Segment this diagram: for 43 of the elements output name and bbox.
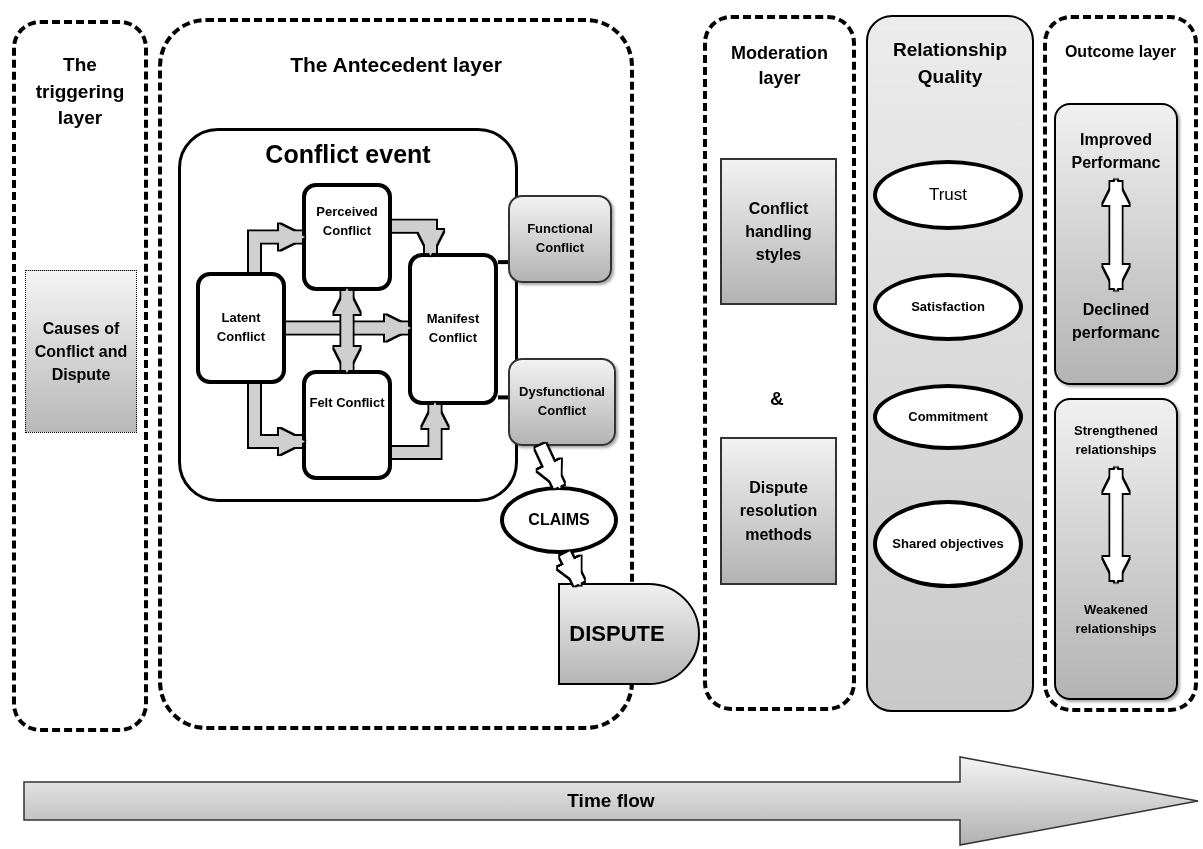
heading: Relationship Quality xyxy=(892,38,1008,89)
heading: The triggering layer xyxy=(34,53,126,131)
outcome-label: Improved Performanc xyxy=(1056,120,1176,182)
block-arrow xyxy=(1103,179,1129,291)
moderator-box: Conflict handling styles xyxy=(720,158,837,305)
ellipse-node: CLAIMS xyxy=(500,486,618,554)
layer-panel xyxy=(1043,15,1198,712)
outcome-box xyxy=(1054,103,1178,385)
block-arrow xyxy=(334,288,360,373)
connector-line xyxy=(498,395,508,400)
process-box: Manifest Conflict xyxy=(408,253,498,405)
ellipse-node: Trust xyxy=(873,160,1023,230)
block-arrow xyxy=(249,384,305,455)
ellipse-node: Shared objectives xyxy=(873,500,1023,588)
dispute-shape: DISPUTE xyxy=(558,583,700,685)
ellipse-node: Satisfaction xyxy=(873,273,1023,341)
event-panel xyxy=(178,128,518,502)
quality-panel xyxy=(866,15,1034,712)
block-arrow xyxy=(1103,467,1129,583)
time-flow-arrow xyxy=(22,755,1200,847)
cause-box: Causes of Conflict and Dispute xyxy=(25,270,137,433)
outcome-label: Declined performanc xyxy=(1056,288,1176,354)
outcome-box: Functional Conflict xyxy=(508,195,612,283)
layer-panel xyxy=(703,15,856,711)
process-box: Latent Conflict xyxy=(196,272,286,384)
outcome-box xyxy=(1054,398,1178,700)
process-box: Perceived Conflict xyxy=(302,183,392,291)
ellipse-node: Commitment xyxy=(873,384,1023,450)
process-box: Felt Conflict xyxy=(302,370,392,480)
arrow-label: Time flow xyxy=(566,788,656,813)
ampersand-label: & xyxy=(770,387,784,411)
block-arrow xyxy=(392,402,448,458)
connector-line xyxy=(498,260,508,265)
heading: Outcome layer xyxy=(1063,42,1178,62)
heading: Moderation layer xyxy=(730,42,829,91)
block-arrow xyxy=(249,224,305,272)
outcome-label: Weakened relationships xyxy=(1056,580,1176,660)
heading: Conflict event xyxy=(264,139,432,170)
outcome-label: Strengthened relationships xyxy=(1056,412,1176,470)
heading: The Antecedent layer xyxy=(289,52,503,78)
layer-panel xyxy=(12,20,148,732)
moderator-box: Dispute resolution methods xyxy=(720,437,837,585)
outcome-box: Dysfunctional Conflict xyxy=(508,358,616,446)
